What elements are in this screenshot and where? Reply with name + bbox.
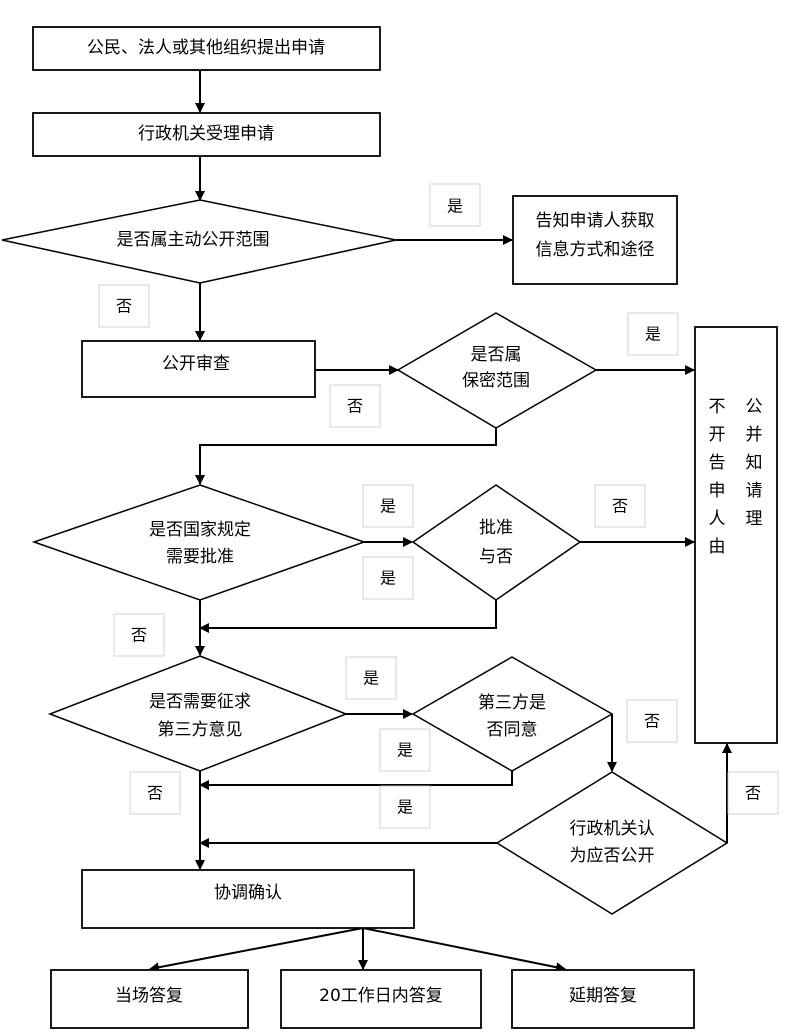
decision-agency-public: 行政机关认 为应否公开 xyxy=(495,771,729,915)
node-reply-now: 当场答复 xyxy=(50,969,249,1029)
edge-label-no: 否 xyxy=(329,384,381,428)
edge-label-no: 否 xyxy=(98,284,150,328)
decision-third-agree-line2: 否同意 xyxy=(487,720,538,740)
svg-text:是: 是 xyxy=(397,798,413,817)
edge-label-yes: 是 xyxy=(379,728,431,772)
edge-label-no: 否 xyxy=(727,771,779,815)
node-no-disclose-col2: 公 并 知 请 理 xyxy=(746,397,763,529)
decision-third-party-line2: 第三方意见 xyxy=(158,720,243,740)
edge-labels: 是 否 是 否 是 否 是 否 xyxy=(98,183,779,829)
no-disclose-char: 申 xyxy=(709,481,726,501)
edge-label-no: 否 xyxy=(129,771,181,815)
connectors xyxy=(149,70,732,973)
decision-secret: 是否属 保密范围 xyxy=(396,312,598,429)
svg-text:是: 是 xyxy=(645,325,661,344)
node-coordinate: 协调确认 xyxy=(81,869,415,929)
svg-text:是: 是 xyxy=(397,741,413,760)
no-disclose-char: 请 xyxy=(746,481,763,501)
svg-text:是: 是 xyxy=(363,669,379,688)
svg-text:是: 是 xyxy=(380,569,396,588)
decision-approved: 批准 与否 xyxy=(411,484,582,601)
svg-text:否: 否 xyxy=(147,784,163,803)
svg-text:是: 是 xyxy=(447,197,463,216)
node-review: 公开审查 xyxy=(81,340,316,398)
edge-label-yes: 是 xyxy=(345,656,397,700)
decision-need-approval: 是否国家规定 需要批准 xyxy=(31,484,367,601)
node-accept: 行政机关受理申请 xyxy=(32,112,381,157)
decision-need-approval-line1: 是否国家规定 xyxy=(149,520,251,540)
node-review-text: 公开审查 xyxy=(162,354,230,374)
node-reply-now-text: 当场答复 xyxy=(115,986,183,1006)
svg-text:否: 否 xyxy=(131,626,147,645)
edge-label-yes: 是 xyxy=(362,484,414,528)
no-disclose-char: 并 xyxy=(746,425,763,445)
node-reply-delay-text: 延期答复 xyxy=(569,986,637,1006)
no-disclose-char: 由 xyxy=(709,537,726,557)
node-inform-method: 告知申请人获取 信息方式和途径 xyxy=(512,195,678,285)
decision-third-party-line1: 是否需要征求 xyxy=(149,692,251,712)
decision-third-party: 是否需要征求 第三方意见 xyxy=(47,655,349,772)
edge-label-no: 否 xyxy=(594,484,646,528)
svg-text:否: 否 xyxy=(612,497,628,516)
node-no-disclose: 不 开 告 申 人 由 公 并 知 请 理 xyxy=(694,326,778,744)
edge-label-no: 否 xyxy=(626,699,678,743)
decision-public-scope: 是否属主动公开范围 xyxy=(1,199,397,284)
decision-need-approval-line2: 需要批准 xyxy=(166,547,234,567)
no-disclose-char: 公 xyxy=(746,397,763,417)
node-reply-delay: 延期答复 xyxy=(511,969,695,1029)
decision-public-scope-text: 是否属主动公开范围 xyxy=(117,230,270,250)
decision-approved-line1: 批准 xyxy=(479,518,513,538)
no-disclose-char: 开 xyxy=(709,425,726,445)
decision-third-agree-line1: 第三方是 xyxy=(478,693,546,713)
no-disclose-char: 知 xyxy=(746,453,763,473)
decision-agency-public-line2: 为应否公开 xyxy=(570,846,655,866)
node-apply: 公民、法人或其他组织提出申请 xyxy=(32,26,381,71)
decision-agency-public-line1: 行政机关认 xyxy=(570,819,655,839)
edge-label-yes: 是 xyxy=(627,312,679,356)
node-reply-20-text: 20工作日内答复 xyxy=(319,986,443,1006)
node-inform-method-line1: 告知申请人获取 xyxy=(536,211,655,231)
no-disclose-char: 人 xyxy=(709,509,726,529)
svg-text:否: 否 xyxy=(644,712,660,731)
decision-secret-line2: 保密范围 xyxy=(462,371,530,391)
node-no-disclose-col1: 不 开 告 申 人 由 xyxy=(709,397,726,557)
edge-label-yes: 是 xyxy=(362,556,414,600)
svg-text:否: 否 xyxy=(116,297,132,316)
edge-label-yes: 是 xyxy=(379,785,431,829)
node-coordinate-text: 协调确认 xyxy=(214,883,282,903)
no-disclose-char: 不 xyxy=(709,397,726,417)
node-reply-20: 20工作日内答复 xyxy=(280,969,482,1029)
svg-text:是: 是 xyxy=(380,497,396,516)
decision-secret-line1: 是否属 xyxy=(471,345,522,365)
no-disclose-char: 理 xyxy=(746,509,763,529)
edge-label-no: 否 xyxy=(113,613,165,657)
svg-text:否: 否 xyxy=(745,784,761,803)
no-disclose-char: 告 xyxy=(709,453,726,473)
decision-third-agree: 第三方是 否同意 xyxy=(411,656,614,772)
node-apply-text: 公民、法人或其他组织提出申请 xyxy=(87,38,325,58)
node-accept-text: 行政机关受理申请 xyxy=(138,124,274,144)
decision-approved-line2: 与否 xyxy=(479,547,513,567)
svg-text:否: 否 xyxy=(347,397,363,416)
edge-label-yes: 是 xyxy=(429,183,481,227)
node-inform-method-line2: 信息方式和途径 xyxy=(536,240,655,260)
